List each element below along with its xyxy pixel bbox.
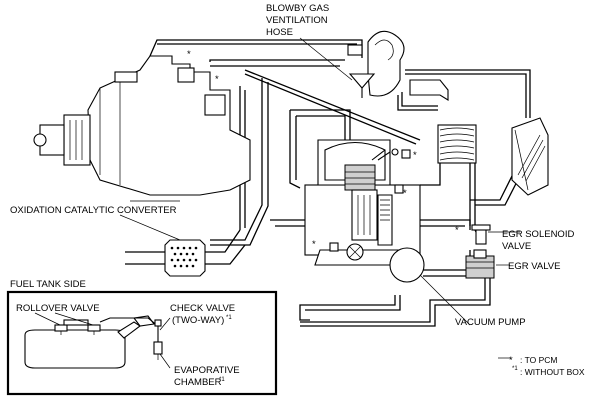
oxidation-catalytic-converter bbox=[164, 239, 206, 277]
legend-asterisk: * bbox=[509, 355, 513, 366]
injection-pump bbox=[33, 55, 251, 196]
asterisk-marker: * bbox=[413, 150, 417, 161]
egr-cooler bbox=[511, 117, 549, 196]
vacuum-pump-label: VACUUM PUMP bbox=[455, 317, 526, 328]
asterisk-marker: * bbox=[455, 225, 459, 236]
turbocharger bbox=[347, 30, 449, 101]
evap-chamber-footnote: *1 bbox=[219, 377, 225, 383]
egr-valve-label: EGR VALVE bbox=[508, 261, 560, 272]
check-valve-footnote: *1 bbox=[226, 315, 232, 321]
pcm-markers: * * * * * * bbox=[187, 49, 459, 250]
egr-solenoid-label-line2: VALVE bbox=[502, 241, 531, 252]
asterisk-marker: * bbox=[312, 239, 316, 250]
fuel-tank-inset bbox=[6, 290, 278, 396]
engine-block bbox=[304, 139, 421, 266]
vacuum-pump bbox=[389, 247, 425, 283]
egr-solenoid-valve bbox=[471, 224, 491, 245]
asterisk-marker: * bbox=[403, 188, 407, 199]
asterisk-marker: * bbox=[187, 49, 191, 60]
legend-without-box: : WITHOUT BOX bbox=[520, 367, 585, 377]
legend: * : TO PCM *1 : WITHOUT BOX bbox=[498, 355, 585, 377]
oxidation-label: OXIDATION CATALYTIC CONVERTER bbox=[10, 205, 177, 216]
egr-solenoid-label-line1: EGR SOLENOID bbox=[502, 229, 574, 240]
check-valve-label-line2: (TWO-WAY) bbox=[172, 315, 224, 326]
asterisk-marker: * bbox=[215, 74, 219, 85]
egr-valve bbox=[465, 249, 495, 279]
blowby-label-line1: BLOWBY GAS bbox=[266, 3, 329, 14]
evap-chamber-label-line1: EVAPORATIVE bbox=[174, 365, 240, 376]
blowby-label-line3: HOSE bbox=[266, 27, 293, 38]
legend-to-pcm: : TO PCM bbox=[520, 355, 557, 365]
intercooler bbox=[437, 124, 477, 164]
rollover-valve-label: ROLLOVER VALVE bbox=[16, 303, 100, 314]
check-valve-label-line1: CHECK VALVE bbox=[170, 303, 235, 314]
blowby-label-line2: VENTILATION bbox=[266, 15, 328, 26]
evap-chamber-label-line2: CHAMBER bbox=[174, 377, 222, 388]
leader-lines bbox=[119, 37, 520, 326]
legend-footnote-mark: *1 bbox=[512, 366, 518, 372]
fuel-tank-side-title: FUEL TANK SIDE bbox=[10, 279, 86, 290]
